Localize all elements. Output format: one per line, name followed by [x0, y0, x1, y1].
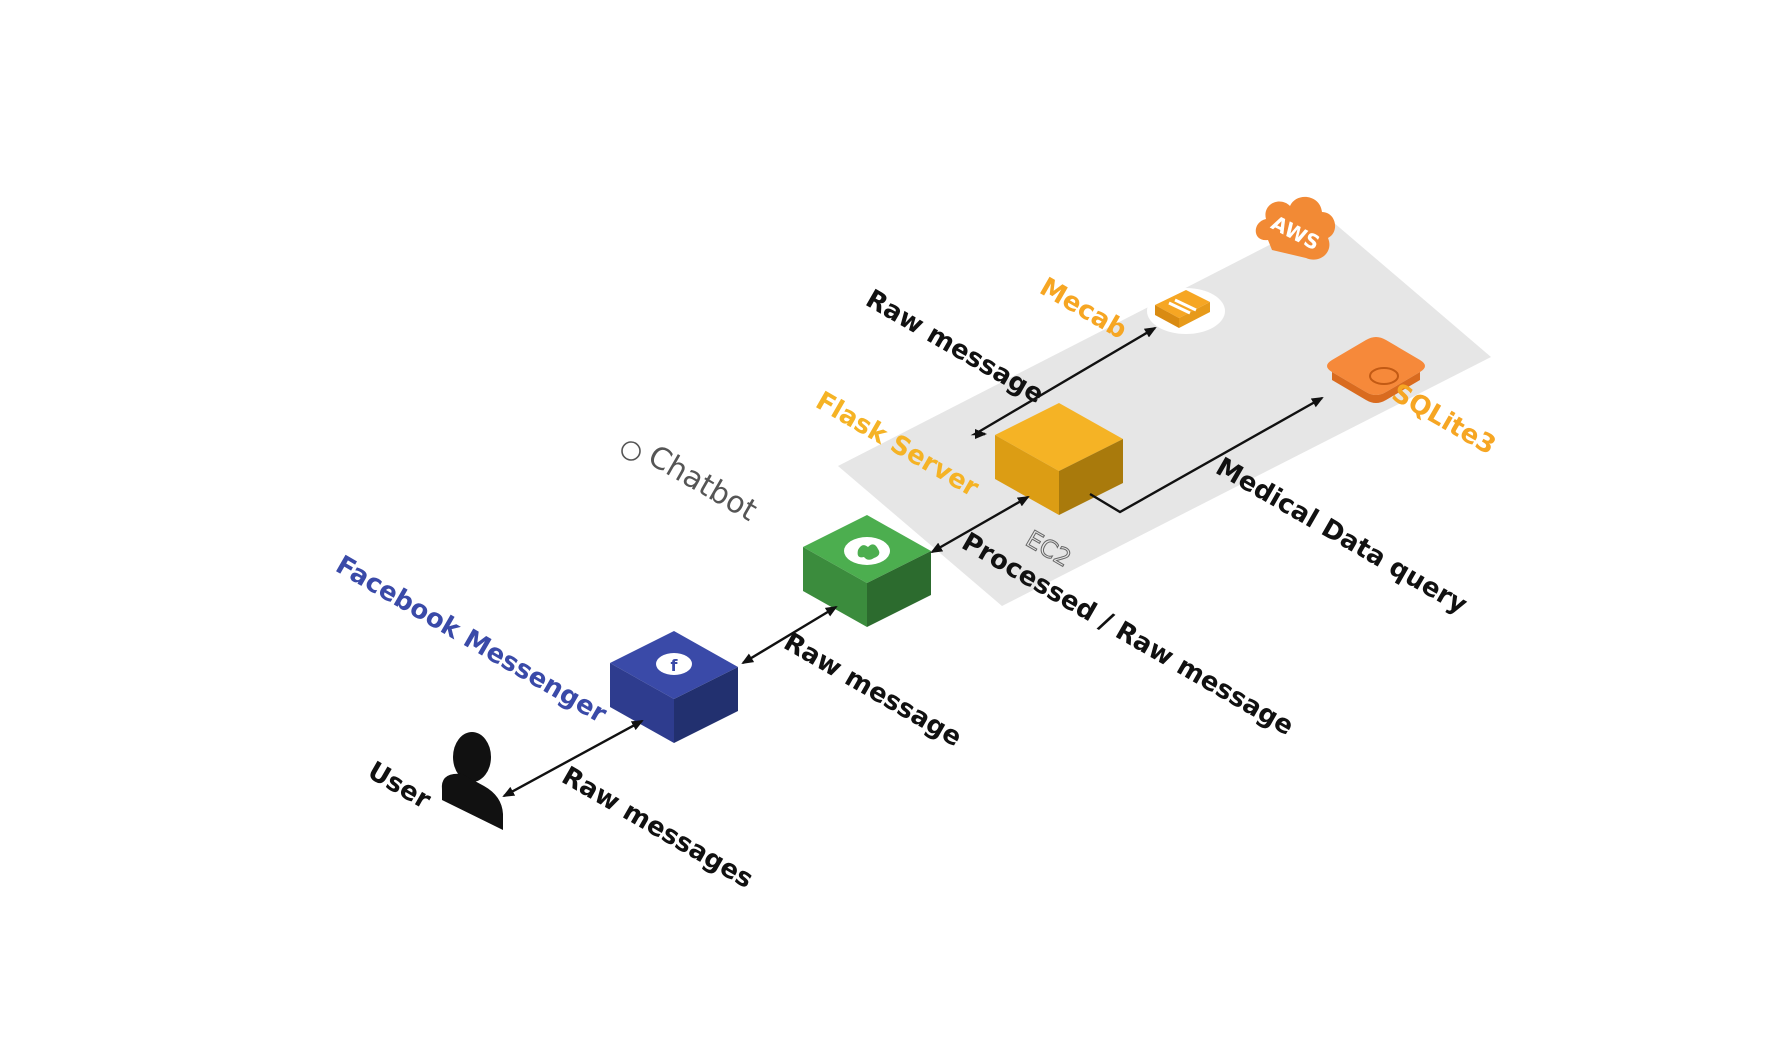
svg-text:f: f — [671, 656, 679, 675]
chatbot-label: Chatbot — [642, 439, 763, 529]
edge-label-flask-sqlite: Medical Data query — [1211, 452, 1473, 620]
user-icon[interactable] — [441, 732, 503, 830]
edge-label-user-messenger: Raw messages — [557, 761, 759, 895]
mecab-book-icon — [1147, 288, 1225, 334]
arrow-flask-sqlite — [1089, 396, 1324, 514]
messenger-box[interactable]: f — [610, 631, 738, 743]
chatbot-label-group: Chatbot — [621, 439, 763, 529]
messenger-label: Facebook Messenger — [331, 550, 612, 730]
aws-platform — [838, 216, 1491, 606]
aws-cloud-icon: AWS — [1255, 196, 1336, 260]
user-label: User — [363, 756, 436, 816]
edge-label-chatbot-flask: Processed / Raw message — [957, 527, 1299, 742]
arrow-flask-mecab — [970, 326, 1157, 439]
arrow-messenger-chatbot — [741, 605, 838, 665]
mecab-label: Mecab — [1035, 272, 1132, 346]
edge-label-flask-mecab: Raw message — [861, 284, 1049, 410]
facebook-icon — [656, 653, 692, 675]
chatbot-box[interactable] — [803, 515, 931, 627]
arrow-chatbot-flask — [930, 495, 1030, 554]
arrow-user-messenger — [502, 719, 644, 798]
edge-label-messenger-chatbot: Raw message — [779, 627, 967, 753]
sqlite-label: SQLite3 — [1387, 378, 1501, 461]
sqlite-database-icon — [1327, 337, 1425, 403]
chatbot-brain-outline-icon — [621, 441, 641, 461]
